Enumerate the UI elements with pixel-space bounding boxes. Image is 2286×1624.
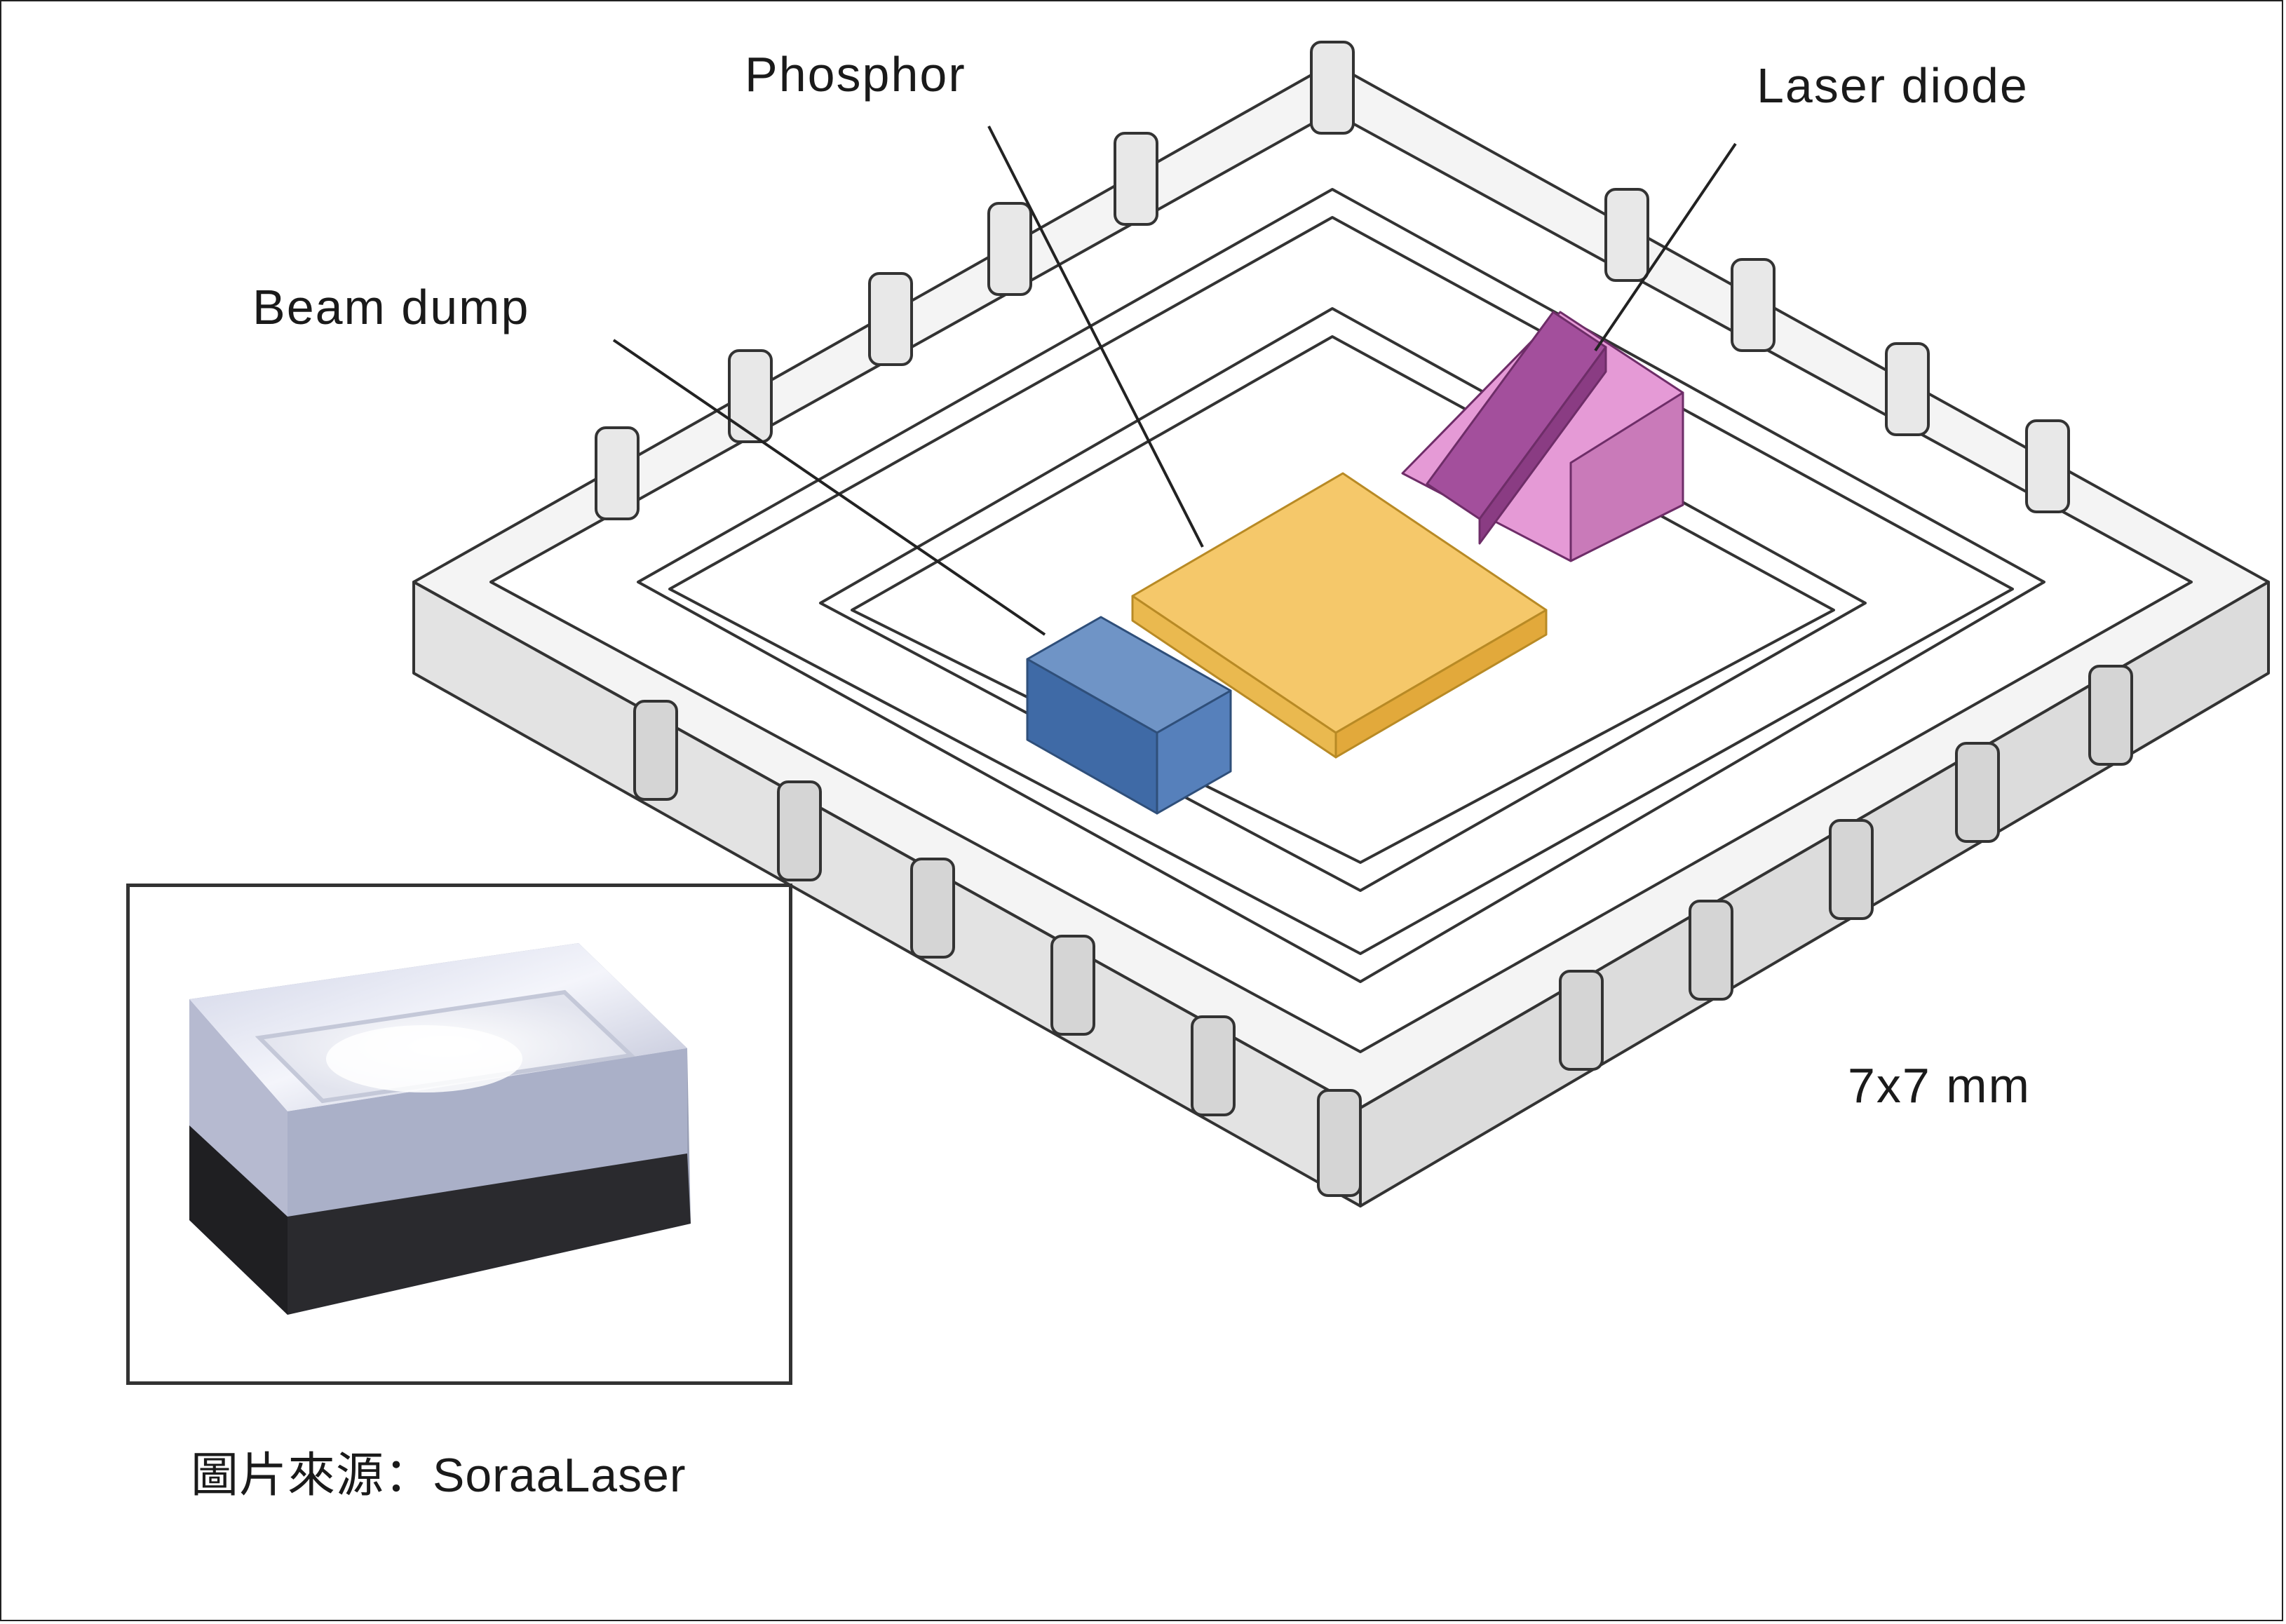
phosphor-label: Phosphor	[745, 47, 966, 102]
product-photo	[126, 884, 792, 1385]
laser-diode-label: Laser diode	[1757, 58, 2029, 113]
phosphor-block	[1131, 472, 1548, 759]
beam-dump-label: Beam dump	[252, 280, 530, 334]
leader-lines	[612, 126, 1737, 636]
size-label: 7x7 mm	[1848, 1058, 2031, 1113]
laser-diode-block	[1401, 311, 1684, 562]
beam-dump-block	[1026, 616, 1232, 815]
image-source-caption: 圖片來源：SoraaLaser	[191, 1449, 687, 1502]
